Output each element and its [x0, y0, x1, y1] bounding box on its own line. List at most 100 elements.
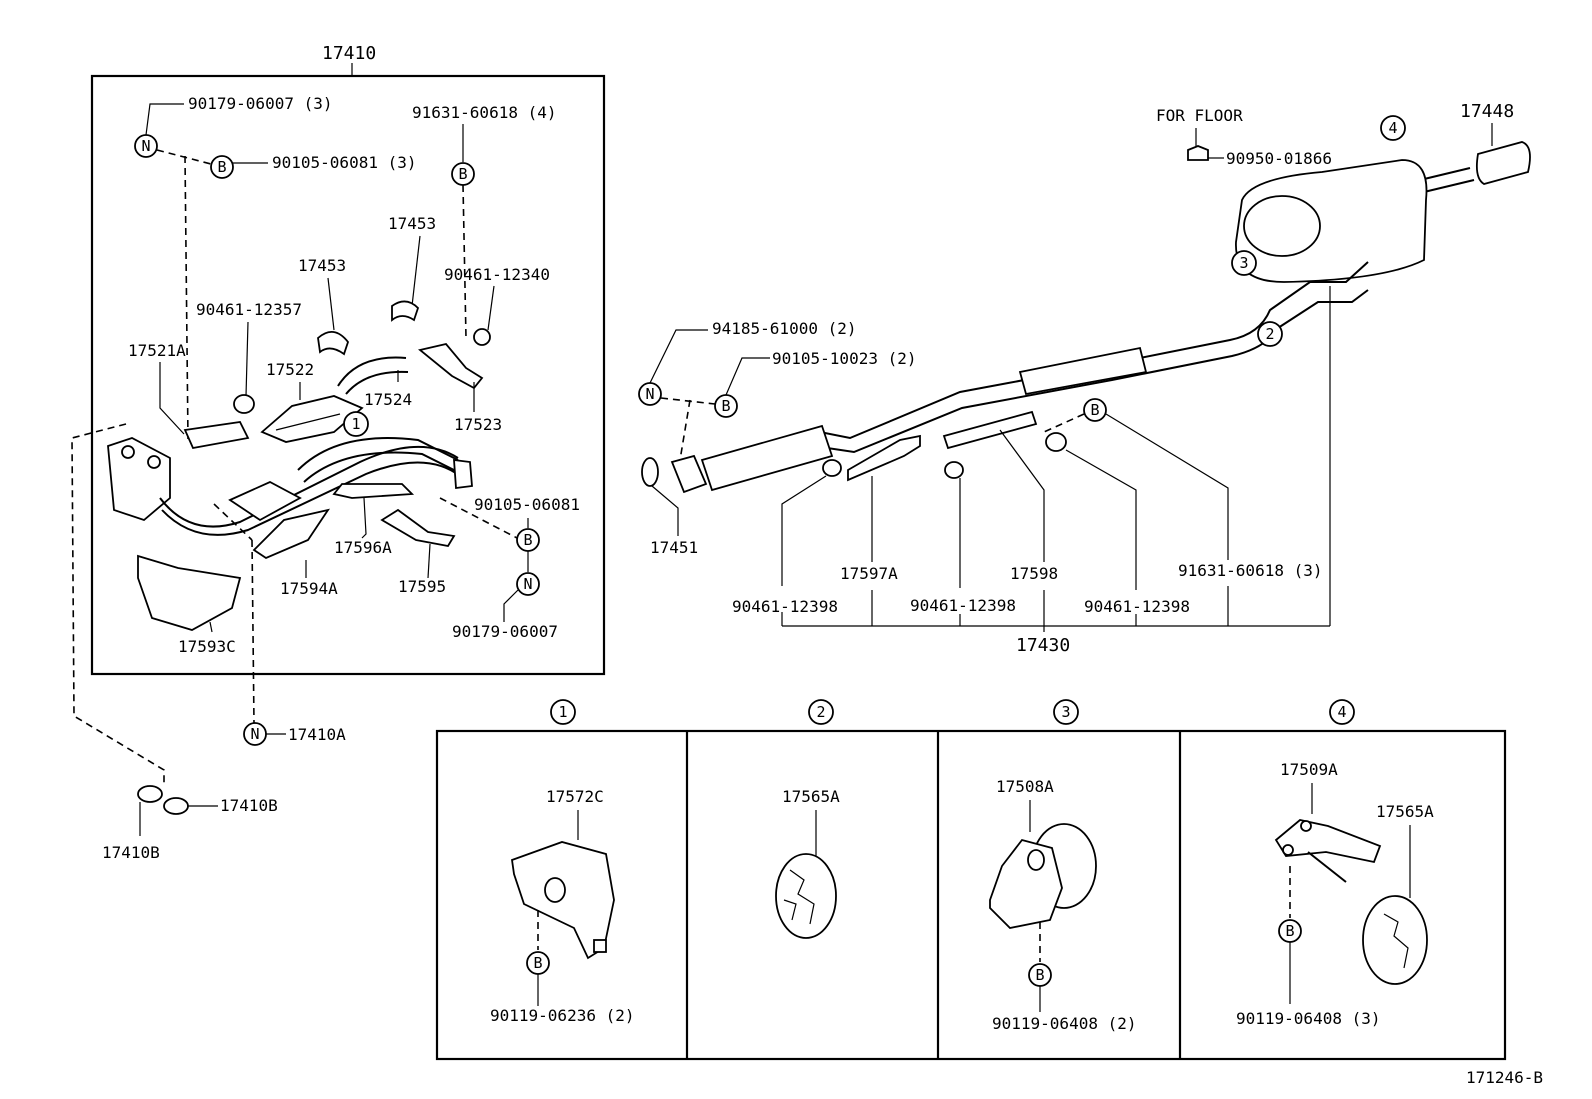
- panel-1-callout: [550, 699, 576, 725]
- heat-insulator-17598: [942, 410, 1038, 450]
- panel-2-part-label: 17565A: [782, 787, 840, 806]
- callout-2-text: 2: [1265, 325, 1274, 343]
- center-pipe-resonator: [1018, 346, 1148, 396]
- gasket-17453-left: [317, 331, 350, 356]
- label-90461-12398-a: 90461-12398: [732, 597, 838, 616]
- bolt-symbol-text-5: B: [1090, 401, 1099, 419]
- panel-4-callout: [1329, 699, 1355, 725]
- panel-1-bolt-label: 90119-06236 (2): [490, 1006, 635, 1025]
- clamp-90461-12357: [233, 394, 255, 414]
- panel-3-bolt-label: 90119-06408 (2): [992, 1014, 1137, 1033]
- nut-symbol-text-2: N: [523, 575, 532, 593]
- clamp-90461-12340: [473, 328, 491, 346]
- nut-symbol-n-2: [516, 572, 540, 596]
- detail-panel-2: 2 17565A: [775, 699, 840, 939]
- clamp-90461-12398-1: [822, 459, 842, 477]
- label-17521a: 17521A: [128, 341, 186, 360]
- gasket-17410b-left: [137, 785, 163, 803]
- label-for-floor: FOR FLOOR: [1156, 106, 1243, 125]
- panel-3-callout-text: 3: [1061, 703, 1070, 721]
- front-pipe-resonator: [700, 424, 834, 492]
- callout-3-circle: [1231, 250, 1257, 276]
- label-90179-06007: 90179-06007: [452, 622, 558, 641]
- nut-90950-01866: [1187, 145, 1209, 161]
- panel-4-bolt-symbol-text: B: [1285, 922, 1294, 940]
- group-17410-frame: [90, 74, 606, 676]
- converter-17522: [260, 395, 364, 443]
- label-17522: 17522: [266, 360, 314, 379]
- exhaust-manifold: [107, 437, 171, 522]
- nut-symbol-text-4: N: [645, 385, 654, 403]
- panel-4-part-label: 17509A: [1280, 760, 1338, 779]
- figure-id: 171246-B: [1466, 1068, 1543, 1087]
- label-17594a: 17594A: [280, 579, 338, 598]
- exhaust-pipe-group: FOR FLOOR 90950-01866 4 17448 3 17451 N …: [638, 101, 1531, 656]
- gasket-17453-right: [391, 300, 420, 322]
- label-17410a: 17410A: [288, 725, 346, 744]
- label-91631-60618-3: 91631-60618 (3): [1178, 561, 1323, 580]
- gasket-parts-outside: N 17410A 17410B 17410B: [71, 423, 346, 862]
- detail-panels: 1 17572C B 90119-06236 (2) 2 17565A 3: [435, 699, 1507, 1061]
- bracket-17523: [418, 342, 484, 390]
- hanger-bracket-17572c: [511, 841, 615, 960]
- label-90105-06081: 90105-06081: [474, 495, 580, 514]
- manifold-converter-group: 17410 N 90179-06007 (3) B 90105-06081 (3…: [90, 43, 606, 725]
- heat-insulator-17597a: [847, 434, 921, 482]
- callout-4-circle: [1380, 115, 1406, 141]
- panel-1-bolt-symbol-text: B: [533, 954, 542, 972]
- label-17451: 17451: [650, 538, 698, 557]
- heat-insulator-17595: [380, 508, 456, 547]
- detail-panel-3: 3 17508A B 90119-06408 (2): [989, 699, 1137, 1033]
- clamp-90461-12398-2: [944, 461, 964, 479]
- label-17410b-left: 17410B: [102, 843, 160, 862]
- bolt-symbol-text: B: [217, 158, 226, 176]
- heat-insulator-17594a: [252, 508, 330, 560]
- bolt-symbol-b-5: [1083, 398, 1107, 422]
- detail-panel-1: 1 17572C B 90119-06236 (2): [490, 699, 635, 1025]
- muffler-end: [1243, 195, 1321, 257]
- assembly-label-17430: 17430: [1016, 635, 1070, 656]
- callout-3-text: 3: [1239, 254, 1248, 272]
- tail-pipe-17448: [1475, 141, 1531, 185]
- clamp-90461-12398-3: [1045, 432, 1067, 452]
- callout-1-circle: [343, 411, 369, 437]
- callout-2-circle: [1257, 321, 1283, 347]
- label-90461-12357: 90461-12357: [196, 300, 302, 319]
- pipe-flange: [453, 458, 473, 490]
- label-17523: 17523: [454, 415, 502, 434]
- detail-panel-4: 4 17509A 17565A B 90119-06408 (3): [1236, 699, 1434, 1028]
- bracket-17521a: [183, 421, 250, 450]
- rubber-hanger-17565a: [775, 853, 837, 939]
- rubber-hanger-17565a-4: [1362, 895, 1428, 985]
- gasket-17451: [641, 457, 659, 487]
- label-90950-01866: 90950-01866: [1226, 149, 1332, 168]
- label-17597a: 17597A: [840, 564, 898, 583]
- heat-insulator-17593c: [137, 554, 242, 631]
- label-17595: 17595: [398, 577, 446, 596]
- panel-4-callout-text: 4: [1337, 703, 1346, 721]
- label-17410b-right: 17410B: [220, 796, 278, 815]
- assembly-label-17410: 17410: [322, 43, 376, 64]
- heat-insulator-17596a: [332, 483, 415, 499]
- label-91631-60618-4: 91631-60618 (4): [412, 103, 557, 122]
- label-90461-12398-c: 90461-12398: [1084, 597, 1190, 616]
- panel-3-part-label: 17508A: [996, 777, 1054, 796]
- bolt-symbol-text-2: B: [458, 165, 467, 183]
- label-17453-right: 17453: [388, 214, 436, 233]
- panel-4-bolt-label: 90119-06408 (3): [1236, 1009, 1381, 1028]
- callout-4-text: 4: [1388, 119, 1397, 137]
- bolt-symbol-text-4: B: [721, 397, 730, 415]
- front-flange: [670, 454, 708, 494]
- label-17524: 17524: [364, 390, 412, 409]
- callout-1-text: 1: [351, 415, 360, 433]
- label-90105-10023: 90105-10023 (2): [772, 349, 917, 368]
- label-17448: 17448: [1460, 101, 1514, 122]
- panel-2-callout: [808, 699, 834, 725]
- front-converter: [228, 480, 302, 522]
- label-90179-06007-3: 90179-06007 (3): [188, 94, 333, 113]
- gasket-17410b-right: [163, 797, 189, 815]
- label-17453-left: 17453: [298, 256, 346, 275]
- label-17598: 17598: [1010, 564, 1058, 583]
- hanger-bracket-17508a: [989, 838, 1063, 929]
